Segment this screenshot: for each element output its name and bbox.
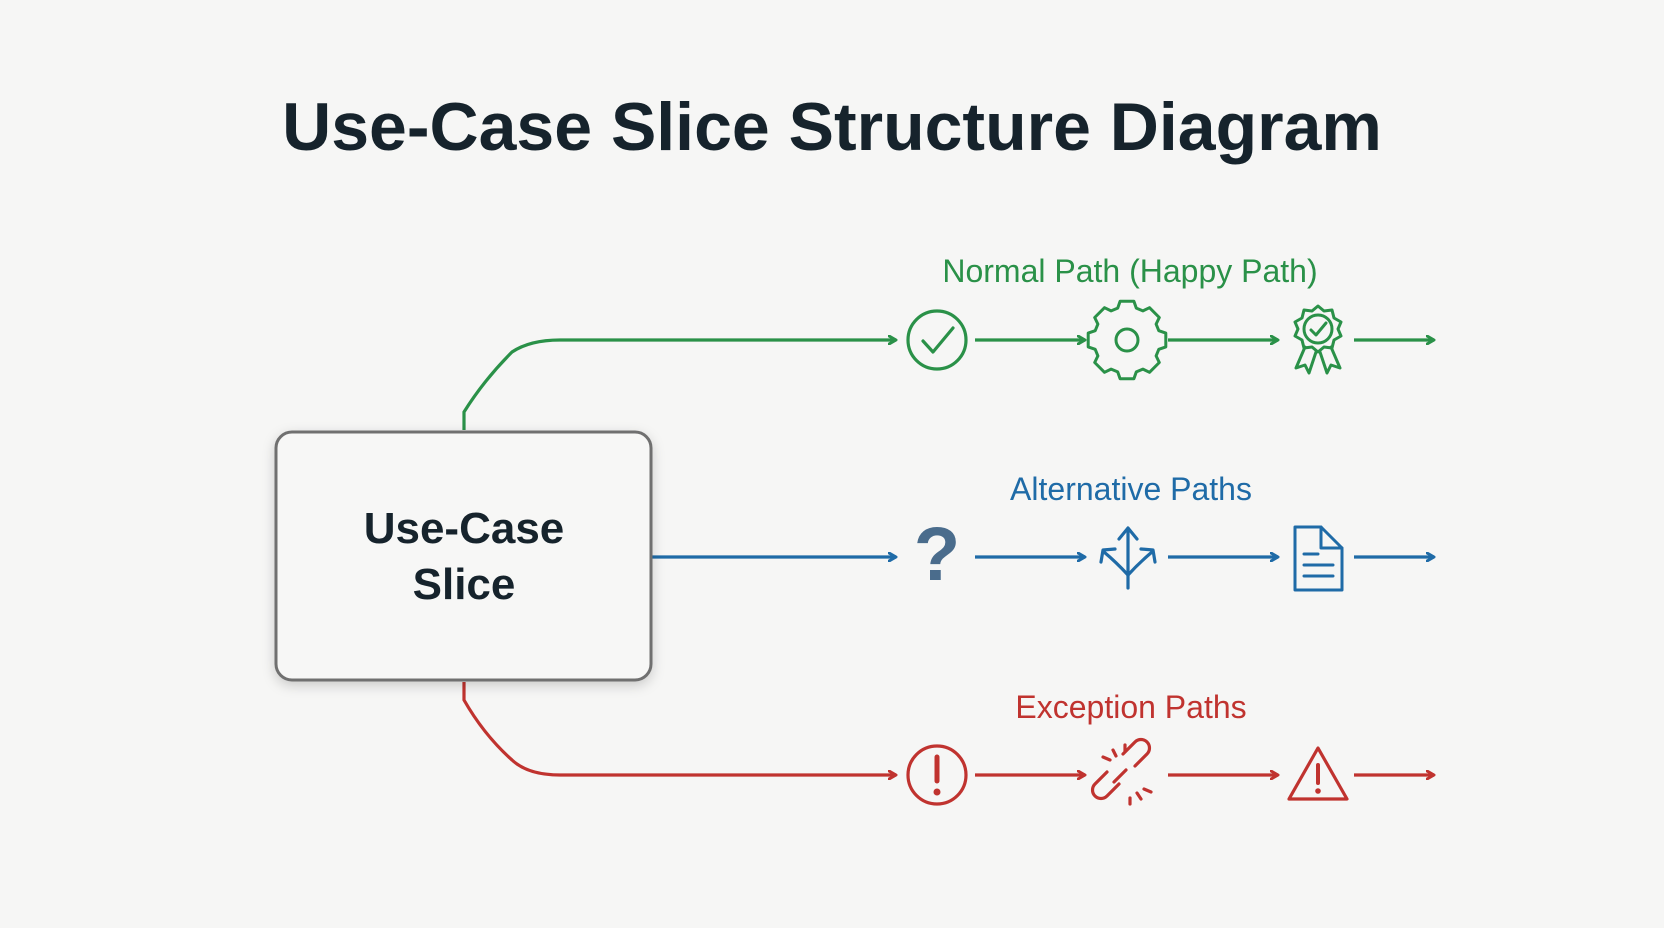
split-arrows-icon	[1099, 526, 1157, 590]
slice-label-line2: Slice	[413, 560, 516, 609]
alternative-path-row: Alternative Paths ?	[914, 471, 1434, 597]
award-badge-icon	[1293, 304, 1343, 375]
normal-path-connector	[462, 340, 896, 430]
use-case-slice-box[interactable]: Use-Case Slice	[274, 430, 653, 682]
slice-box-frame	[274, 430, 653, 682]
normal-path-row: Normal Path (Happy Path)	[906, 253, 1434, 381]
slice-label-line1: Use-Case	[364, 504, 565, 553]
document-icon	[1293, 525, 1344, 592]
warning-triangle-icon	[1287, 746, 1349, 801]
question-mark-icon: ?	[914, 512, 960, 597]
page-title: Use-Case Slice Structure Diagram	[282, 89, 1382, 165]
alternative-path-label: Alternative Paths	[1010, 471, 1252, 507]
broken-link-icon	[1090, 737, 1153, 806]
svg-text:?: ?	[914, 512, 960, 597]
exception-path-label: Exception Paths	[1015, 689, 1246, 725]
exclamation-circle-icon	[906, 744, 968, 806]
gear-icon	[1086, 299, 1168, 381]
normal-path-label: Normal Path (Happy Path)	[942, 253, 1317, 289]
exception-path-connector	[462, 682, 896, 775]
exception-path-row: Exception Paths	[906, 689, 1434, 806]
check-circle-icon	[906, 309, 968, 371]
